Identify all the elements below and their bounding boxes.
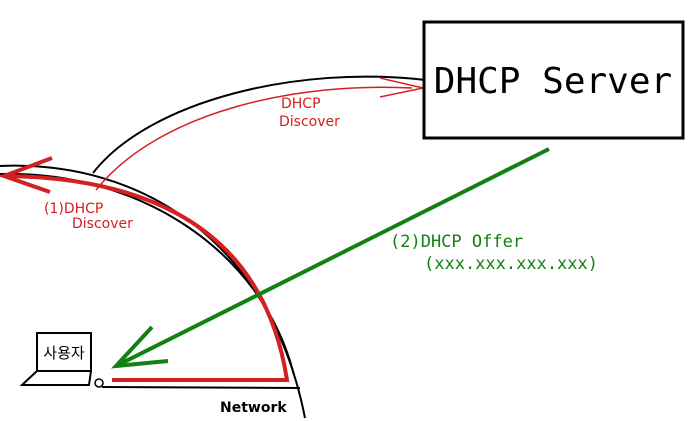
user-label: 사용자 <box>43 344 85 362</box>
client-discover-label-line2: Discover <box>72 216 133 232</box>
client-discover-arrowhead <box>0 156 53 194</box>
client-discover-path <box>9 174 290 382</box>
dhcp-server-box <box>422 20 685 140</box>
relay-discover-label-line2: Discover <box>279 114 340 130</box>
network-label: Network <box>220 400 287 416</box>
offer-label-line1: (2)DHCP Offer <box>390 232 523 252</box>
offer-arrow-line <box>115 147 550 368</box>
offer-label-line2: (xxx.xxx.xxx.xxx) <box>424 254 598 274</box>
relay-discover-label-line1: DHCP <box>281 96 321 112</box>
offer-arrowhead <box>110 325 169 369</box>
relay-black-arc <box>92 75 426 174</box>
network-base-line <box>101 386 301 389</box>
client-discover-label-line1: (1)DHCP <box>44 201 103 217</box>
relay-discover-arrow <box>95 86 413 191</box>
dhcp-server-label: DHCP Server <box>434 61 672 102</box>
laptop-icon <box>19 332 104 388</box>
